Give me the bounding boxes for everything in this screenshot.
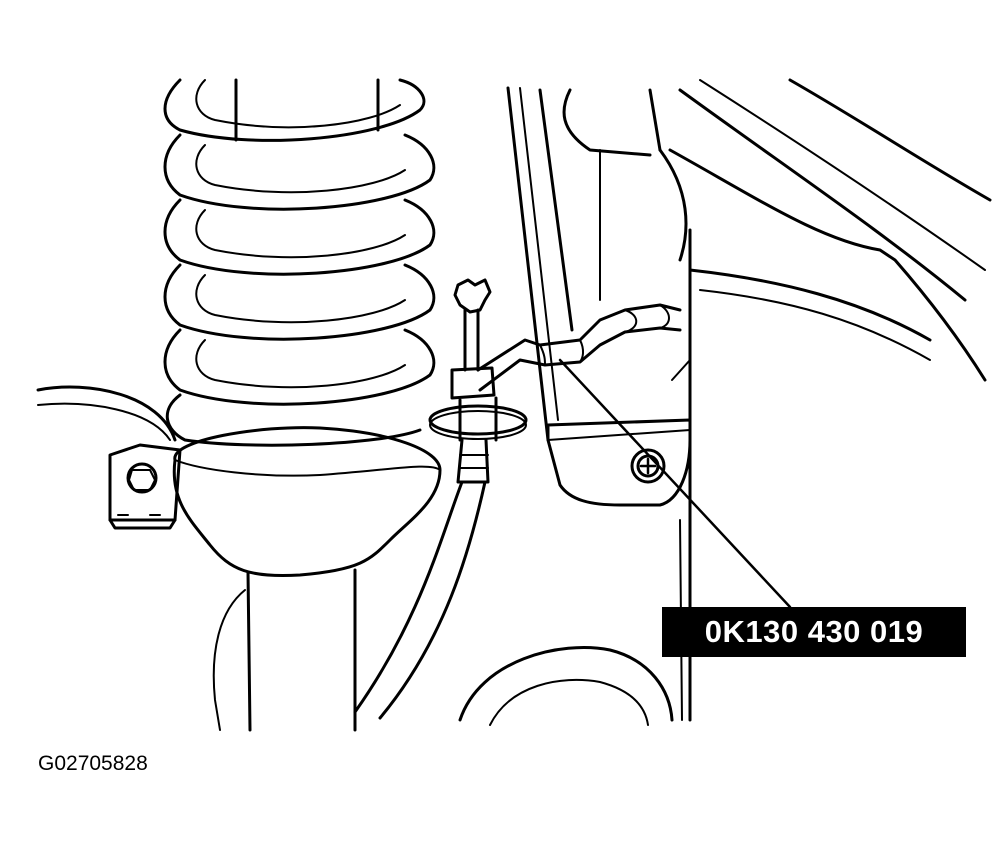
wheel-arc <box>458 646 674 726</box>
spring-seat <box>172 426 442 578</box>
brake-hose <box>353 278 528 720</box>
stabilizer-line <box>36 385 177 442</box>
strut-bracket <box>108 443 182 530</box>
strut-tube <box>212 568 357 732</box>
part-number-callout: 0K130 430 019 <box>662 607 966 657</box>
fender-arch <box>668 78 992 382</box>
hose-clip <box>476 303 682 392</box>
hose-bracket <box>546 298 692 507</box>
coil-spring <box>163 78 436 447</box>
callout-leader-line <box>558 358 792 609</box>
figure-id: G02705828 <box>38 752 148 775</box>
damper-rod <box>234 78 380 142</box>
